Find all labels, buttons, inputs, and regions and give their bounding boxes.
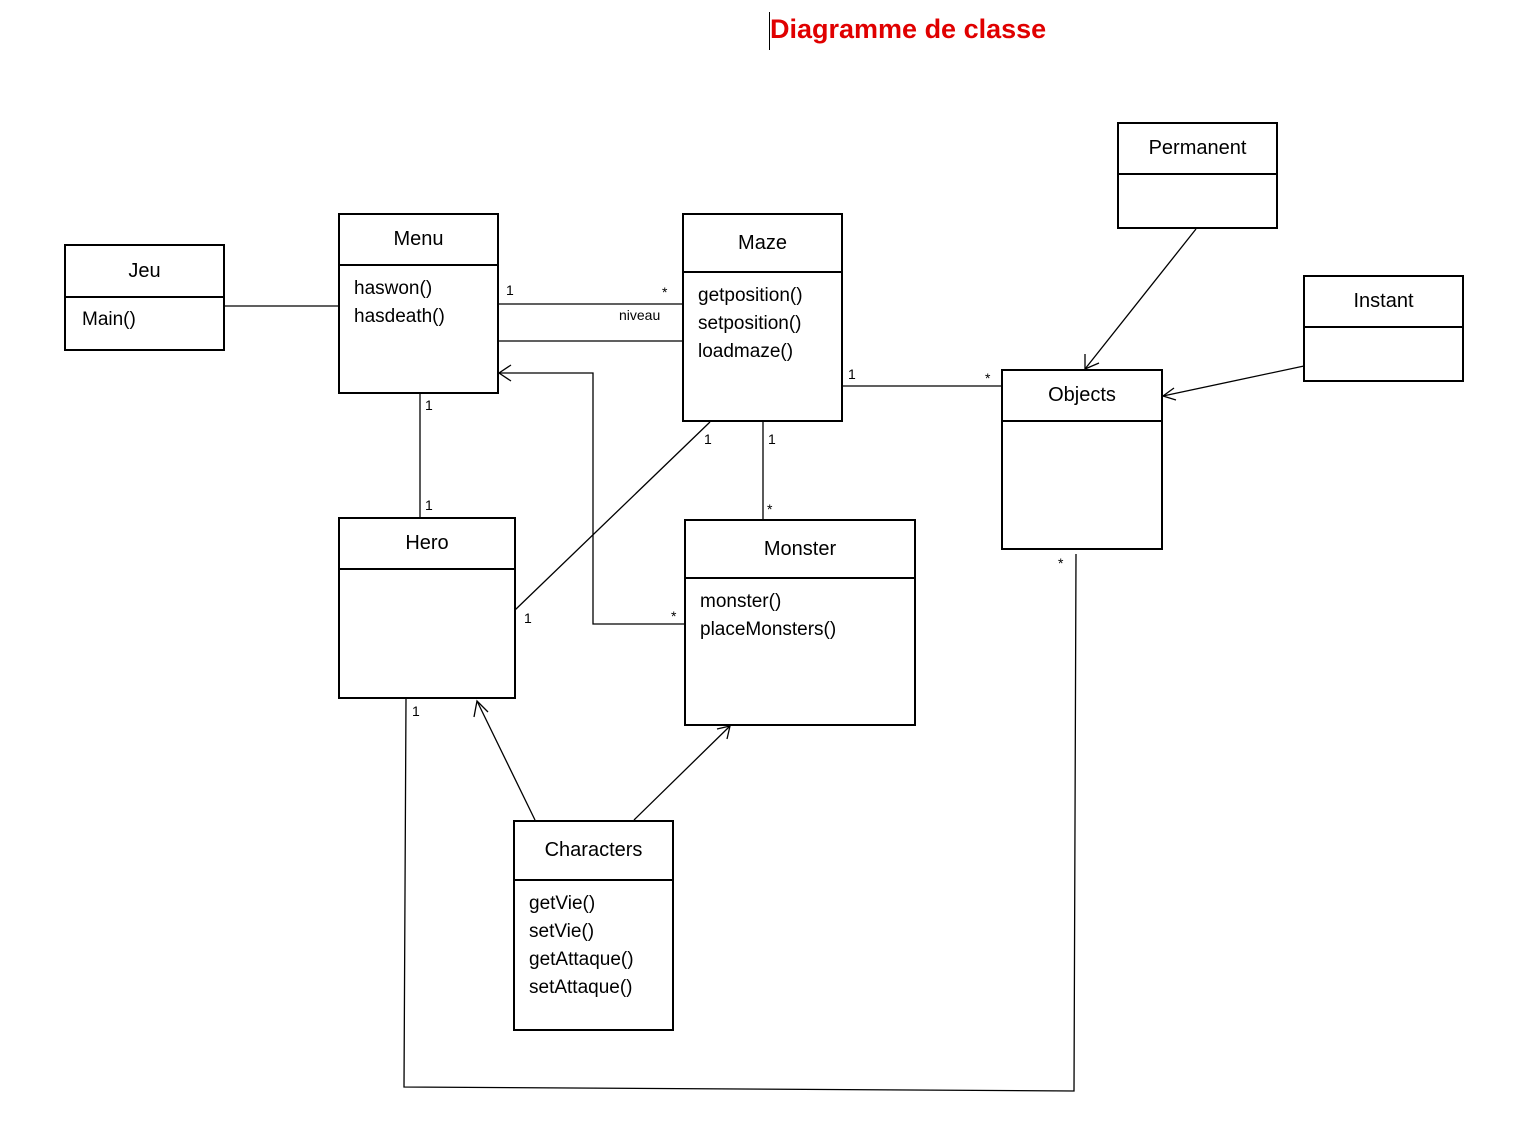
multiplicity-label: 1 [704, 431, 712, 447]
multiplicity-label: 1 [506, 282, 514, 298]
class-jeu[interactable]: Jeu Main() [64, 244, 225, 351]
text-caret [769, 12, 770, 50]
edge-hero-objects [403, 553, 1077, 1092]
operation: monster() [700, 591, 782, 612]
edge-monster-menu [499, 372, 685, 625]
class-name: Maze [684, 215, 841, 273]
class-characters[interactable]: Characters getVie() setVie() getAttaque(… [513, 820, 674, 1031]
class-name: Jeu [66, 246, 223, 298]
multiplicity-label: * [671, 608, 677, 624]
role-label: niveau [619, 307, 661, 323]
edge-characters-monster [633, 725, 731, 821]
class-operations: getVie() setVie() getAttaque() setAttaqu… [515, 881, 672, 1002]
operation: getposition() [698, 285, 803, 306]
class-name: Instant [1305, 277, 1462, 328]
class-name: Menu [340, 215, 497, 266]
multiplicity-label: * [985, 370, 991, 386]
class-name: Objects [1003, 371, 1161, 422]
arrowhead-monster-menu [497, 364, 512, 382]
multiplicity-label: 1 [425, 397, 433, 413]
multiplicity-label: * [662, 284, 668, 300]
multiplicity-label: 1 [425, 497, 433, 513]
multiplicity-label: * [767, 501, 773, 517]
edge-instant-objects [1162, 365, 1305, 397]
multiplicity-label: * [1058, 555, 1064, 571]
operation: haswon() [354, 278, 433, 299]
arrowhead-characters-monster [716, 725, 731, 740]
edge-maze-hero [514, 421, 711, 611]
multiplicity-label: 1 [524, 610, 532, 626]
operation: setposition() [698, 313, 802, 334]
operation: hasdeath() [354, 306, 445, 327]
operation: Main() [82, 309, 136, 330]
operation: setAttaque() [529, 977, 633, 998]
class-permanent[interactable]: Permanent [1117, 122, 1278, 229]
class-hero[interactable]: Hero [338, 517, 516, 699]
class-menu[interactable]: Menu haswon() hasdeath() [338, 213, 499, 394]
operation: setVie() [529, 921, 595, 942]
class-operations: haswon() hasdeath() [340, 266, 497, 331]
operation: loadmaze() [698, 341, 794, 362]
class-objects[interactable]: Objects [1001, 369, 1163, 550]
multiplicity-label: 1 [768, 431, 776, 447]
class-name: Permanent [1119, 124, 1276, 175]
multiplicity-label: 1 [848, 366, 856, 382]
arrowhead-instant-objects [1161, 387, 1177, 401]
edge-permanent-objects [1084, 228, 1197, 370]
operation: getAttaque() [529, 949, 634, 970]
diagram-title: Diagramme de classe [770, 14, 1047, 44]
class-instant[interactable]: Instant [1303, 275, 1464, 382]
class-name: Characters [515, 822, 672, 881]
class-name: Monster [686, 521, 914, 579]
operation: getVie() [529, 893, 596, 914]
class-monster[interactable]: Monster monster() placeMonsters() [684, 519, 916, 726]
class-operations: monster() placeMonsters() [686, 579, 914, 644]
class-operations: Main() [66, 298, 223, 334]
multiplicity-label: 1 [412, 703, 420, 719]
class-name: Hero [340, 519, 514, 570]
class-maze[interactable]: Maze getposition() setposition() loadmaz… [682, 213, 843, 422]
class-operations: getposition() setposition() loadmaze() [684, 273, 841, 366]
operation: placeMonsters() [700, 619, 837, 640]
arrowhead-characters-hero [473, 699, 489, 718]
edge-characters-hero [476, 700, 536, 821]
